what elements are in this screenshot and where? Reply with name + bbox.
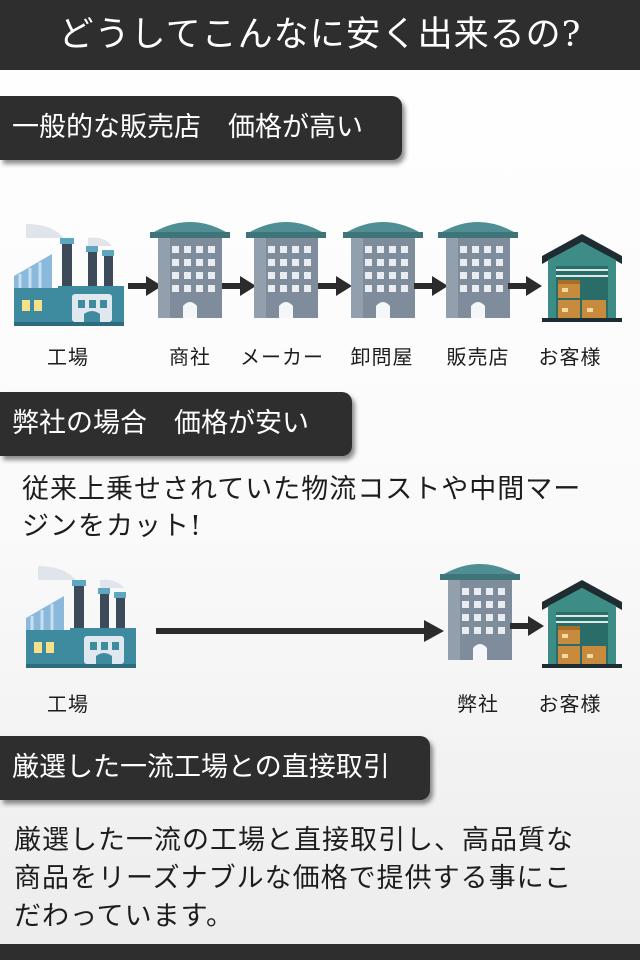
section3-text-line-2: 商品をリーズナブルな価格で提供する事にこ — [14, 863, 573, 894]
flow-caption-wholesaler: 卸問屋 — [350, 345, 414, 369]
flow-caption-customer: お客様 — [538, 692, 602, 716]
flow-caption-maker: メーカー — [240, 345, 324, 369]
flow-caption-factory: 工場 — [47, 692, 89, 716]
office-building-icon — [343, 218, 423, 318]
section-label-direct-trade: 厳選した一流工場との直接取引 — [0, 736, 430, 800]
flow-caption-our-company: 弊社 — [457, 692, 499, 716]
flow-caption-factory: 工場 — [47, 345, 89, 369]
factory-icon — [12, 216, 127, 326]
section3-text-line-1: 厳選した一流の工場と直接取引し、高品質な — [14, 825, 574, 856]
bottom-bar — [0, 944, 640, 960]
long-arrow-right-icon — [156, 620, 444, 642]
page-title: どうしてこんなに安く出来るの? — [0, 0, 640, 70]
flow-caption-trading: 商社 — [169, 345, 211, 369]
warehouse-icon — [542, 232, 622, 322]
section-label-general-store: 一般的な販売店 価格が高い — [0, 96, 402, 160]
section2-text-line-1: 従来上乗せされていた物流コストや中間マー — [22, 474, 582, 505]
section-label-our-company: 弊社の場合 価格が安い — [0, 392, 352, 456]
office-building-icon — [150, 218, 230, 318]
flow-caption-customer: お客様 — [538, 345, 602, 369]
section2-text-line-2: ジンをカット! — [22, 511, 202, 542]
factory-icon — [24, 558, 139, 668]
office-building-icon — [438, 218, 518, 318]
warehouse-icon — [542, 578, 622, 668]
arrow-right-icon — [508, 276, 542, 296]
office-building-icon — [246, 218, 326, 318]
flow-caption-retailer: 販売店 — [446, 345, 510, 369]
section3-text-line-3: だわっています。 — [14, 901, 234, 932]
arrow-right-icon — [510, 616, 544, 636]
office-building-icon — [440, 558, 520, 662]
